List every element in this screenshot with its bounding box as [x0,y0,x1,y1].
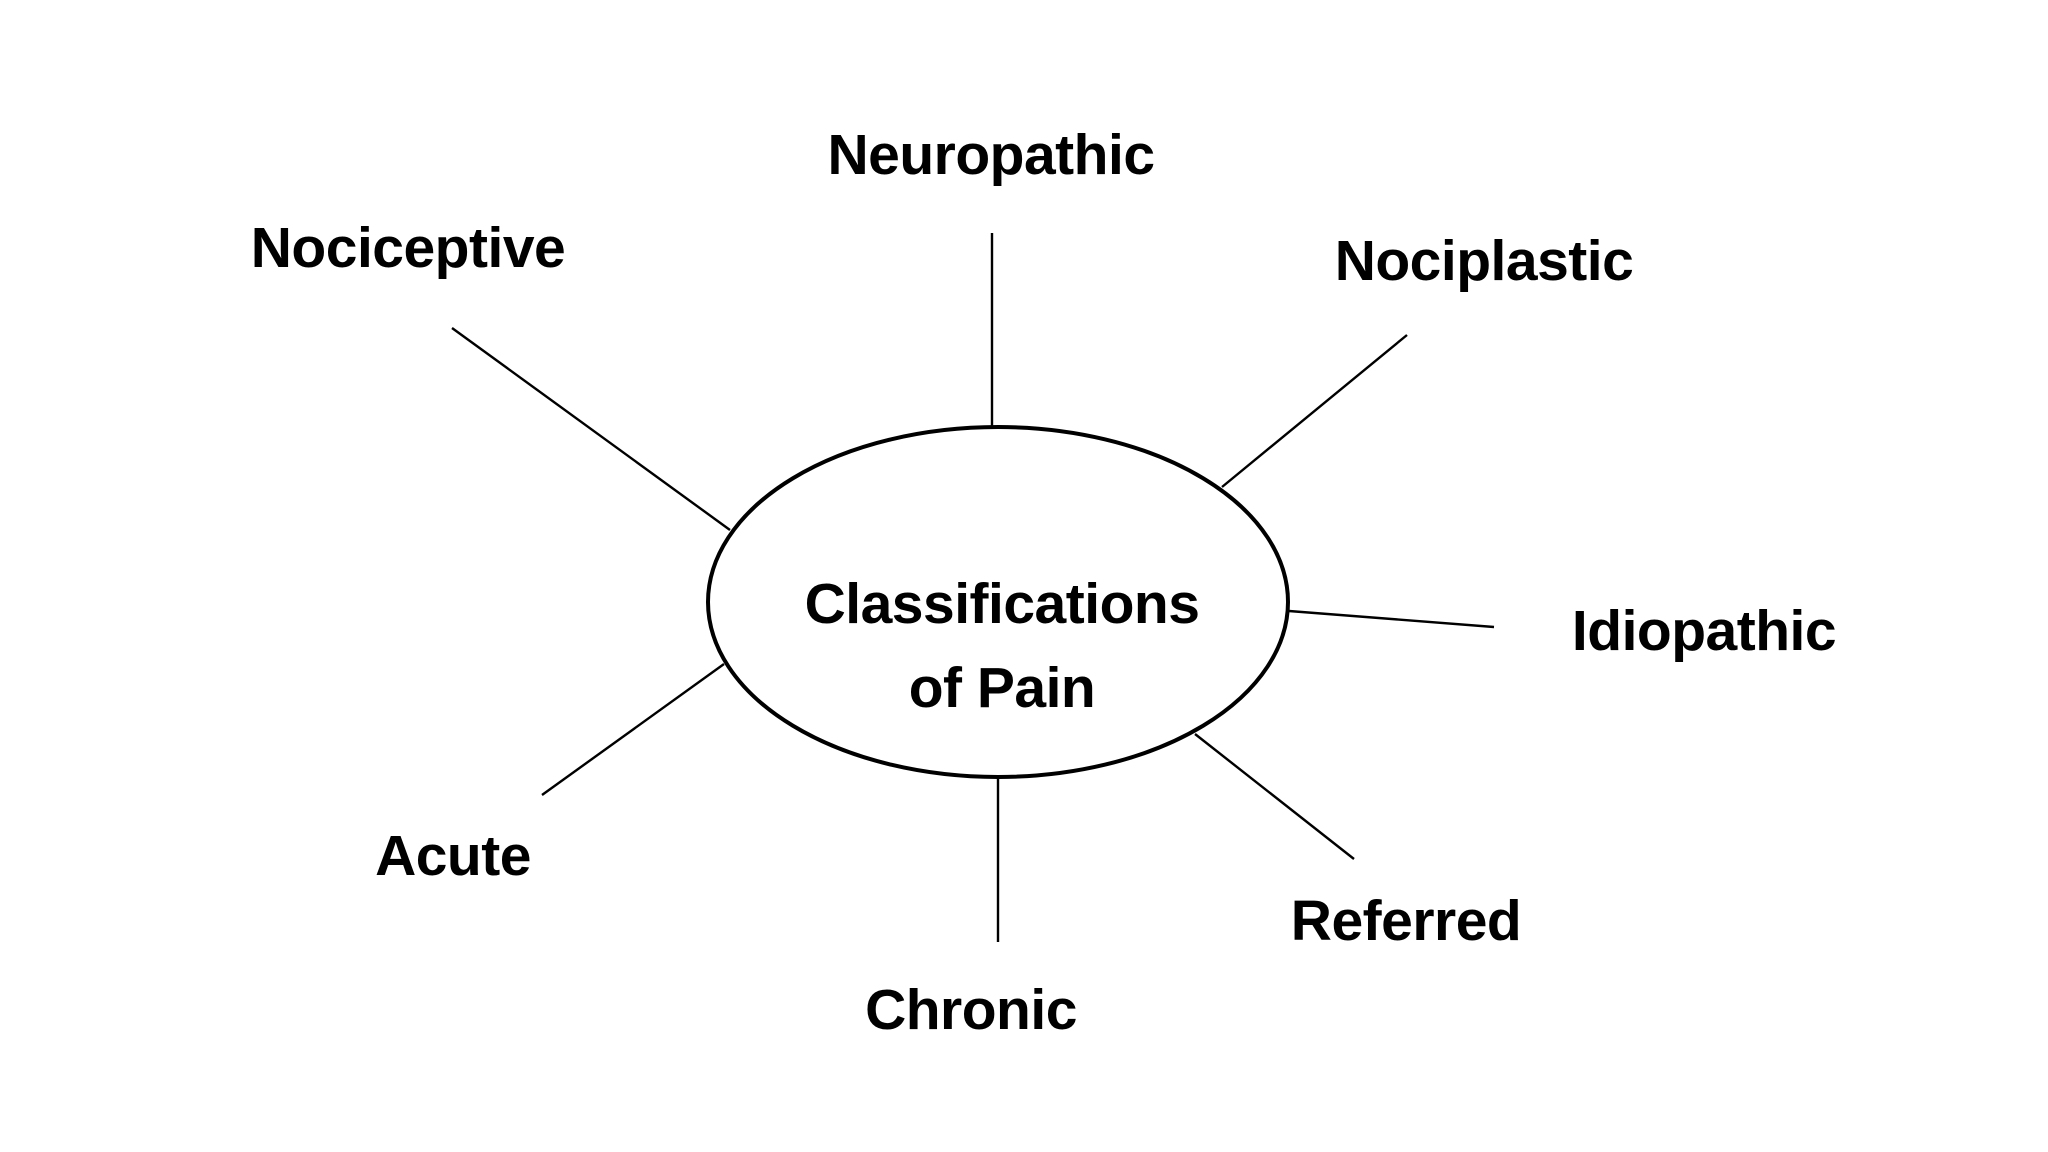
node-label-neuropathic: Neuropathic [827,123,1155,187]
node-label-idiopathic: Idiopathic [1571,599,1837,663]
center-node-label-line1: Classifications [804,572,1200,636]
node-label-nociceptive: Nociceptive [250,216,566,280]
center-node-label-line2: of Pain [908,656,1096,720]
node-label-acute: Acute [375,824,531,888]
node-label-chronic: Chronic [865,978,1077,1042]
node-label-referred: Referred [1290,889,1522,953]
center-node-label: Classifications of Pain [805,562,1200,730]
connector-nociceptive [451,327,731,531]
connector-acute [541,663,725,796]
node-label-nociplastic: Nociplastic [1334,229,1634,293]
connector-idiopathic [1288,609,1495,629]
connector-nociplastic [1221,334,1408,488]
connector-referred [1194,733,1355,860]
